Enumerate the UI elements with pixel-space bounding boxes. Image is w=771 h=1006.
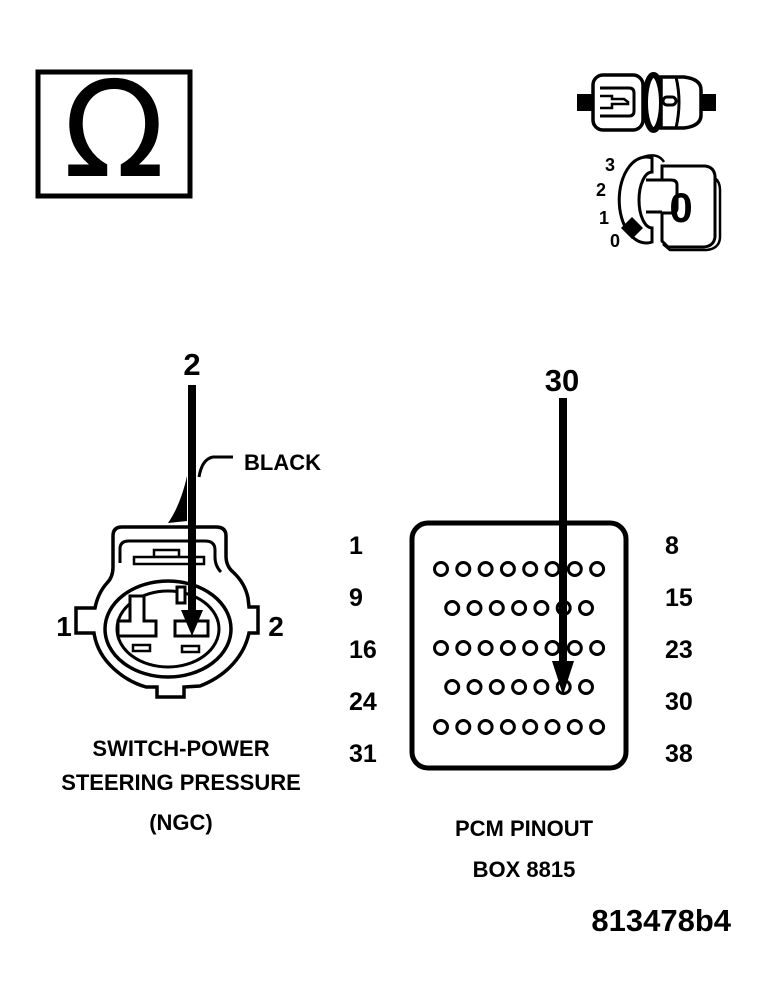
pcm-pin xyxy=(578,679,594,695)
black-label-leader-line xyxy=(197,455,233,478)
pcm-pin xyxy=(433,561,449,577)
key-head xyxy=(660,164,717,249)
pcm-row-label-right-23: 23 xyxy=(665,636,693,664)
pcm-row-label-left-9: 9 xyxy=(349,584,363,612)
pcm-pin xyxy=(544,640,561,656)
pcm-row-label-right-15: 15 xyxy=(665,584,693,612)
switch-pin2-label: 2 xyxy=(268,611,284,642)
pcm-pin xyxy=(522,719,539,735)
pcm-pin xyxy=(511,679,528,695)
wire-barb xyxy=(168,476,187,523)
pcm-pin xyxy=(499,561,516,577)
lock-cylinder xyxy=(617,155,654,245)
wire-arrow-pin2 xyxy=(168,385,233,636)
pcm-pin xyxy=(566,719,583,735)
pcm-pinout-box xyxy=(409,520,629,771)
switch-pin1-label: 1 xyxy=(56,611,72,642)
pcm-pin xyxy=(533,679,550,695)
cylinder-depth-edge xyxy=(642,154,666,163)
lock-slot-1 xyxy=(131,643,152,653)
pcm-pin xyxy=(578,600,594,616)
ignition-position-1: 1 xyxy=(598,208,609,228)
pcm-pin xyxy=(477,561,494,577)
switch-caption-line3: (NGC) xyxy=(149,810,213,835)
pcm-pin xyxy=(433,719,449,735)
pcm-pin xyxy=(544,561,561,577)
terminal-detail xyxy=(600,86,636,118)
pcm-pin xyxy=(589,561,606,577)
key-head-depth-edge xyxy=(662,177,722,252)
connector-body-seam xyxy=(674,76,681,129)
switch-caption-line1: SWITCH-POWER xyxy=(92,736,270,761)
ohmmeter-symbol-box xyxy=(35,69,193,199)
pcm-pin-grid xyxy=(433,561,606,735)
pcm-pin xyxy=(544,719,561,735)
pcm-pin xyxy=(566,561,583,577)
pcm-pin-arrow-label: 30 xyxy=(544,363,580,398)
pcm-pin xyxy=(466,600,483,616)
pcm-caption-line1: PCM PINOUT xyxy=(454,816,594,841)
pcm-pin xyxy=(522,561,539,577)
keyway-channel xyxy=(648,182,674,210)
pcm-pin xyxy=(511,600,528,616)
ohmmeter-icon: Ω xyxy=(63,54,165,208)
terminal-cavity-1 xyxy=(116,594,158,638)
pcm-pin xyxy=(433,640,449,656)
pcm-row-label-right-30: 30 xyxy=(665,688,693,716)
ignition-key-label: 0 xyxy=(669,184,693,231)
connector-slot xyxy=(661,95,678,107)
ps-switch-connector-diagram xyxy=(74,525,260,699)
position-indicator-diamond xyxy=(621,217,643,239)
pcm-pin xyxy=(499,719,516,735)
keyway-lines xyxy=(646,178,662,214)
right-wire-stub xyxy=(700,94,716,111)
pcm-pin xyxy=(466,679,483,695)
pcm-pin xyxy=(522,640,539,656)
pcm-pin xyxy=(589,640,606,656)
ignition-position-2: 2 xyxy=(595,180,606,200)
switch-caption-line2: STEERING PRESSURE xyxy=(61,770,301,795)
pcm-row-label-left-31: 31 xyxy=(349,740,377,768)
wire-color-label: BLACK xyxy=(244,450,321,475)
pcm-row-label-left-1: 1 xyxy=(349,532,363,560)
female-connector-half xyxy=(659,75,703,130)
arrow-head xyxy=(181,610,203,636)
ignition-switch-icon xyxy=(617,154,722,252)
arrow-head xyxy=(552,661,574,695)
pcm-row-label-right-38: 38 xyxy=(665,740,693,768)
pcm-caption-line2: BOX 8815 xyxy=(472,857,576,882)
disconnect-connector-icon xyxy=(577,72,716,133)
ignition-position-3: 3 xyxy=(604,155,615,175)
pcm-pin xyxy=(444,679,461,695)
wire-arrow-pin30 xyxy=(552,398,574,695)
pcm-row-label-left-16: 16 xyxy=(349,636,377,664)
latch-tab-bar xyxy=(132,555,206,566)
lock-slot-2 xyxy=(180,644,201,654)
pcm-pin xyxy=(455,719,472,735)
pcm-row-label-left-24: 24 xyxy=(349,688,377,716)
pcm-pin xyxy=(488,600,505,616)
left-wire-stub xyxy=(577,94,594,111)
figure-id: 813478b4 xyxy=(591,903,731,938)
pcm-pin xyxy=(444,600,461,616)
terminal-blade xyxy=(600,94,630,110)
pcm-pin xyxy=(455,640,472,656)
ignition-position-0: 0 xyxy=(609,231,620,251)
switch-pin-arrow-label: 2 xyxy=(183,347,201,382)
pcm-pin xyxy=(477,640,494,656)
pcm-pin xyxy=(533,600,550,616)
pcm-pin xyxy=(477,719,494,735)
pcm-pin xyxy=(499,640,516,656)
pcm-pin xyxy=(455,561,472,577)
pcm-pin xyxy=(566,640,583,656)
pcm-pin xyxy=(589,719,606,735)
pcm-box-outline xyxy=(409,520,629,771)
index-key-slot xyxy=(175,585,187,605)
connector-inner-shell-line xyxy=(118,539,223,574)
pcm-row-label-right-8: 8 xyxy=(665,532,679,560)
pcm-pin xyxy=(488,679,505,695)
